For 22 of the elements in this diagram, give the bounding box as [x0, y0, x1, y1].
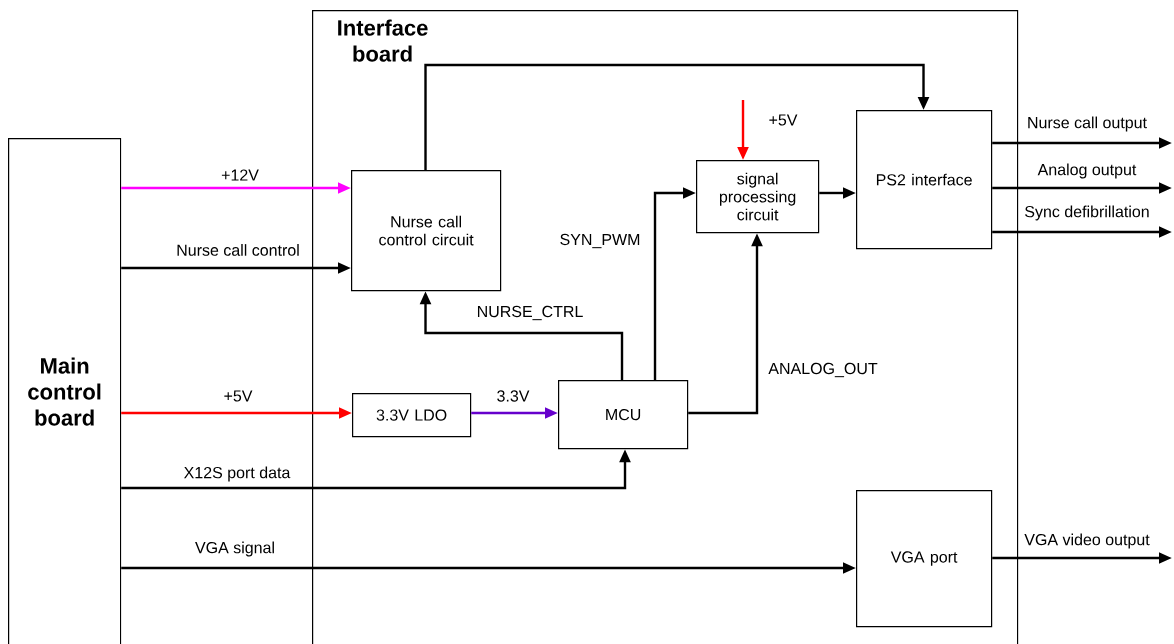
- block-box: VGA port: [856, 490, 993, 628]
- edge-label: +5V: [222, 389, 254, 403]
- arrow: [424, 63, 930, 170]
- edge-label: Nurse call control: [175, 243, 301, 257]
- block-box: PS2 interface: [856, 110, 993, 250]
- edge-label: Sync defibrillation: [1023, 204, 1151, 222]
- edge-label: VGA video output: [1023, 532, 1151, 550]
- edge-label: Analog output: [1036, 162, 1138, 180]
- edge-label: Nurse call output: [1026, 115, 1149, 133]
- edge-label: 3.3V: [495, 389, 531, 403]
- block-box: signal processing circuit: [696, 160, 820, 234]
- block-box: 3.3V LDO: [352, 393, 472, 438]
- edge-label: NURSE_CTRL: [475, 304, 585, 322]
- edge-label: SYN_PWM: [558, 232, 642, 250]
- edge-label: X12S port data: [182, 465, 292, 483]
- board-box: Main control board: [8, 138, 122, 644]
- edge-label: VGA signal: [194, 540, 277, 558]
- edge-label: +12V: [220, 168, 260, 182]
- block-box: MCU: [558, 380, 689, 450]
- edge-label: ANALOG_OUT: [767, 361, 879, 379]
- block-box: Nurse call control circuit: [351, 170, 502, 292]
- edge-label: +5V: [767, 113, 799, 127]
